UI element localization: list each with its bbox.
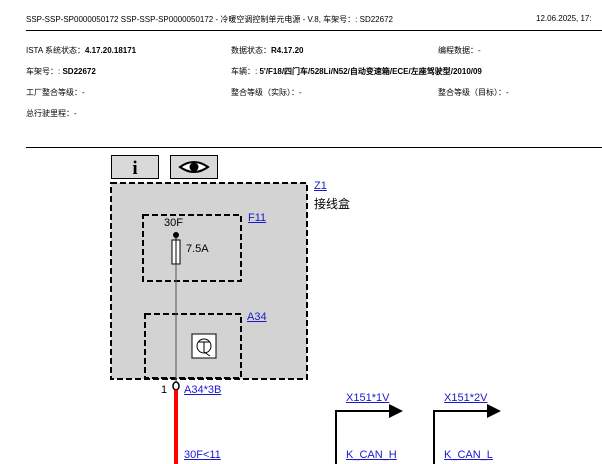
data-status-value: R4.17.20 bbox=[271, 46, 304, 55]
integration-level-target: 整合等级（目标）：- bbox=[438, 88, 509, 97]
x151-2v-link[interactable]: X151*2V bbox=[444, 392, 488, 404]
connector-pin bbox=[172, 381, 180, 391]
x151-1v-arrow bbox=[389, 404, 403, 418]
view-button[interactable] bbox=[170, 155, 218, 179]
x151-1v-line bbox=[335, 410, 390, 464]
meta-divider bbox=[26, 147, 602, 148]
integration-level-actual: 整合等级（实际）：- bbox=[231, 88, 302, 97]
info-icon: i bbox=[132, 158, 137, 179]
k-can-h-link[interactable]: K_CAN_H bbox=[346, 449, 397, 461]
x151-1v-link[interactable]: X151*1V bbox=[346, 392, 390, 404]
factory-integration-level: 工厂整合等级：- bbox=[26, 88, 85, 97]
wire-30f-link[interactable]: 30F<11 bbox=[184, 449, 221, 461]
vehicle-value: 5'/F18/四门车/528Li/N52/自动变速箱/ECE/左座驾驶型/201… bbox=[259, 67, 482, 76]
module-box-a34 bbox=[144, 313, 242, 379]
programming-data: 编程数据：- bbox=[438, 46, 481, 55]
vehicle: 车辆：: 5'/F18/四门车/528Li/N52/自动变速箱/ECE/左座驾驶… bbox=[231, 66, 482, 77]
a34-connector-link[interactable]: A34*3B bbox=[184, 384, 222, 396]
svg-text:i: i bbox=[132, 158, 137, 178]
data-status-label: 数据状态： bbox=[231, 46, 271, 55]
document-title: SSP-SSP-SP0000050172 SSP-SSP-SP000005017… bbox=[26, 15, 393, 24]
vehicle-label: 车辆：: bbox=[231, 67, 258, 76]
header-divider bbox=[26, 30, 602, 31]
data-status: 数据状态：R4.17.20 bbox=[231, 45, 303, 56]
k-can-l-link[interactable]: K_CAN_L bbox=[444, 449, 493, 461]
fuse-box-f11 bbox=[142, 214, 242, 282]
vin-label: 车架号：: bbox=[26, 67, 61, 76]
x151-2v-line bbox=[433, 410, 488, 464]
fuse-pin-label: 30F bbox=[164, 217, 183, 229]
z1-description: 接线盒 bbox=[314, 197, 351, 211]
vin-value: SD22672 bbox=[62, 67, 96, 76]
ista-status-label: ISTA 系统状态： bbox=[26, 46, 85, 55]
z1-link[interactable]: Z1 bbox=[314, 180, 327, 192]
x151-2v-arrow bbox=[487, 404, 501, 418]
pin-number: 1 bbox=[161, 384, 168, 396]
vin: 车架号：: SD22672 bbox=[26, 66, 96, 77]
a34-link[interactable]: A34 bbox=[247, 311, 267, 323]
ista-status: ISTA 系统状态：4.17.20.18171 bbox=[26, 45, 136, 56]
info-button[interactable]: i bbox=[111, 155, 159, 179]
f11-link[interactable]: F11 bbox=[248, 212, 267, 224]
ista-status-value: 4.17.20.18171 bbox=[84, 46, 137, 55]
print-date: 12.06.2025, 17: bbox=[536, 14, 592, 23]
eye-icon bbox=[178, 161, 210, 173]
fuse-rating: 7.5A bbox=[186, 243, 209, 255]
total-mileage: 总行驶里程：- bbox=[26, 109, 77, 118]
